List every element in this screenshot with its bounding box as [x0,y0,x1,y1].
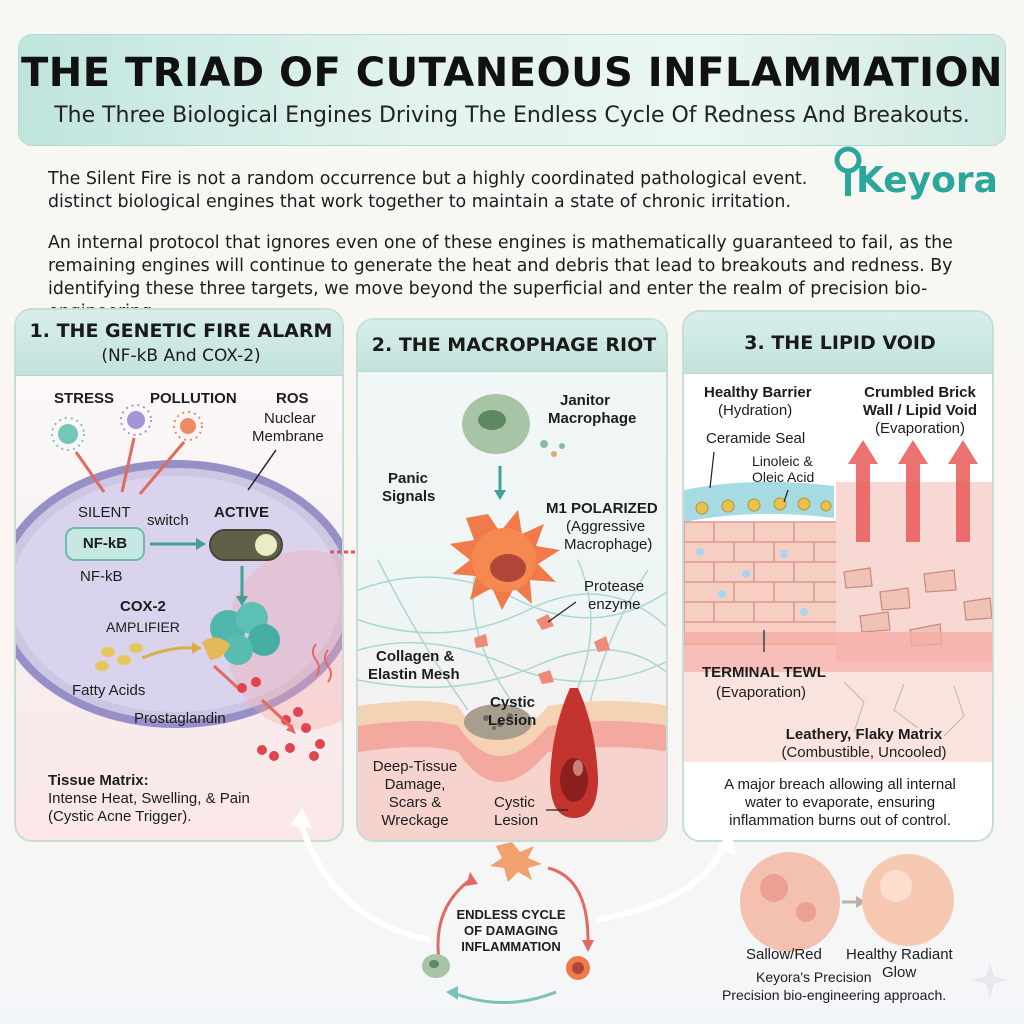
breach-line-3: inflammation burns out of control. [729,812,951,829]
label-damage-3: Scars & [388,794,442,811]
intro-line-3: An internal protocol that ignores even o… [48,233,953,253]
panel-macrophage-riot: 2. THE MACROPHAGE RIOT [356,318,668,842]
label-protease-2: enzyme [588,596,641,613]
protease-enzyme-icon [474,614,610,684]
sparkle-icon [972,962,1008,998]
caption-approach: Precision bio-engineering approach. [722,987,947,1003]
cox2-enzyme-icon [202,602,280,665]
label-linoleic-2: Oleic Acid [752,469,815,485]
label-amplifier: AMPLIFIER [106,619,180,635]
panel-2-title: 2. THE MACROPHAGE RIOT [371,334,657,356]
breach-line-2: water to evaporate, ensuring [744,794,936,811]
panel-genetic-fire-alarm: 1. THE GENETIC FIRE ALARM (NF-kB And COX… [14,308,344,842]
label-m1-sub-1: (Aggressive [566,518,646,535]
macrophage-small-icon [422,954,450,978]
label-sallow: Sallow/Red [746,946,822,963]
label-stress: STRESS [54,390,115,407]
label-pollution: POLLUTION [150,390,237,407]
label-ros: ROS [276,390,309,407]
panel-lipid-void: 3. THE LIPID VOID [682,310,994,842]
tissue-line-1: Intense Heat, Swelling, & Pain [48,790,250,807]
panel-2-header [358,320,666,372]
skin-barrier-diagram [684,440,992,762]
label-cox2: COX-2 [120,598,166,615]
panel-3-title: 3. THE LIPID VOID [744,332,936,354]
label-switch: switch [147,512,189,529]
m1-macrophage-icon [450,510,560,610]
m1-small-icon [566,956,590,980]
label-m1-sub-2: Macrophage) [564,536,653,553]
label-active: ACTIVE [214,504,270,521]
label-healthy-1: Healthy Barrier [704,384,812,401]
label-linoleic-1: Linoleic & [752,453,813,469]
label-leathery-2: (Combustible, Uncooled) [781,744,947,761]
label-crumbled-3: (Evaporation) [874,420,966,437]
label-silent: SILENT [78,504,131,521]
nfkb-box-label: NF-kB [82,535,128,552]
header-banner [18,34,1006,146]
label-cystic-1: Cystic [490,694,536,711]
label-cystic-b-2: Lesion [494,812,539,829]
label-fatty-acids: Fatty Acids [72,682,146,699]
label-healthy-1: Healthy Radiant [846,946,953,963]
label-panic-2: Signals [382,488,436,505]
label-healthy-2: Glow [882,964,917,981]
label-cystic-2: Lesion [488,712,537,729]
page-title: THE TRIAD OF CUTANEOUS INFLAMMATION [20,50,1004,96]
label-crumbled-1: Crumbled Brick [864,384,976,401]
label-damage-2: Damage, [384,776,446,793]
intro-line-1: The Silent Fire is not a random occurren… [48,169,808,189]
label-nfkb: NF-kB [80,568,123,585]
healthy-skin-icon [862,854,954,946]
tissue-line-2: (Cystic Acne Trigger). [48,808,192,825]
cystic-lesion-icon [550,688,598,818]
prostaglandin-icon [237,677,325,761]
label-healthy-2: (Hydration) [718,402,793,419]
label-collagen-2: Elastin Mesh [368,666,460,683]
intro-line-4: remaining engines will continue to gener… [48,256,953,276]
cycle-line-2: OF DAMAGING [464,923,558,938]
label-janitor-1: Janitor [560,392,611,409]
label-janitor-2: Macrophage [548,410,637,427]
virus-icon [51,404,203,451]
lipid-droplet-icon [695,497,832,515]
label-protease-1: Protease [584,578,645,595]
label-leathery-1: Leathery, Flaky Matrix [785,726,943,743]
label-damage-1: Deep-Tissue [372,758,458,775]
label-panic-1: Panic [388,470,429,487]
label-collagen-1: Collagen & [376,648,455,665]
janitor-macrophage-icon [462,394,565,457]
panel-3-header [684,312,992,374]
label-cystic-b-1: Cystic [494,794,535,811]
breach-line-1: A major breach allowing all internal [724,776,956,793]
caption-precision: Keyora's Precision [756,969,872,985]
fatty-acid-icon [95,643,143,671]
label-tewl-1: TERMINAL TEWL [702,664,826,681]
page-subtitle: The Three Biological Engines Driving The… [54,103,970,128]
label-tewl-2: (Evaporation) [716,684,807,701]
label-ceramide: Ceramide Seal [706,430,806,447]
spiky-cell-icon [490,842,542,882]
panel-1-subtitle: (NF-kB And COX-2) [101,346,261,366]
label-membrane: Membrane [252,428,324,445]
brand-logo: Keyora [856,160,998,201]
nfkb-box [65,527,145,561]
cycle-line-3: INFLAMMATION [461,939,561,954]
label-m1: M1 POLARIZED [546,500,658,517]
label-nuclear: Nuclear [264,410,316,427]
sallow-skin-icon [740,852,840,952]
label-damage-4: Wreckage [381,812,449,829]
cycle-line-1: ENDLESS CYCLE [456,907,566,922]
label-prostaglandin: Prostaglandin [134,710,226,727]
tissue-title: Tissue Matrix: [48,772,149,789]
label-crumbled-2: Wall / Lipid Void [862,402,978,419]
cell-diagram [16,404,342,761]
intro-line-2: distinct biological engines that work to… [48,192,791,212]
evaporation-arrow-icon [848,440,978,542]
macrophage-diagram [358,394,666,840]
panel-1-header [16,310,342,376]
panel-1-title: 1. THE GENETIC FIRE ALARM [29,320,333,342]
